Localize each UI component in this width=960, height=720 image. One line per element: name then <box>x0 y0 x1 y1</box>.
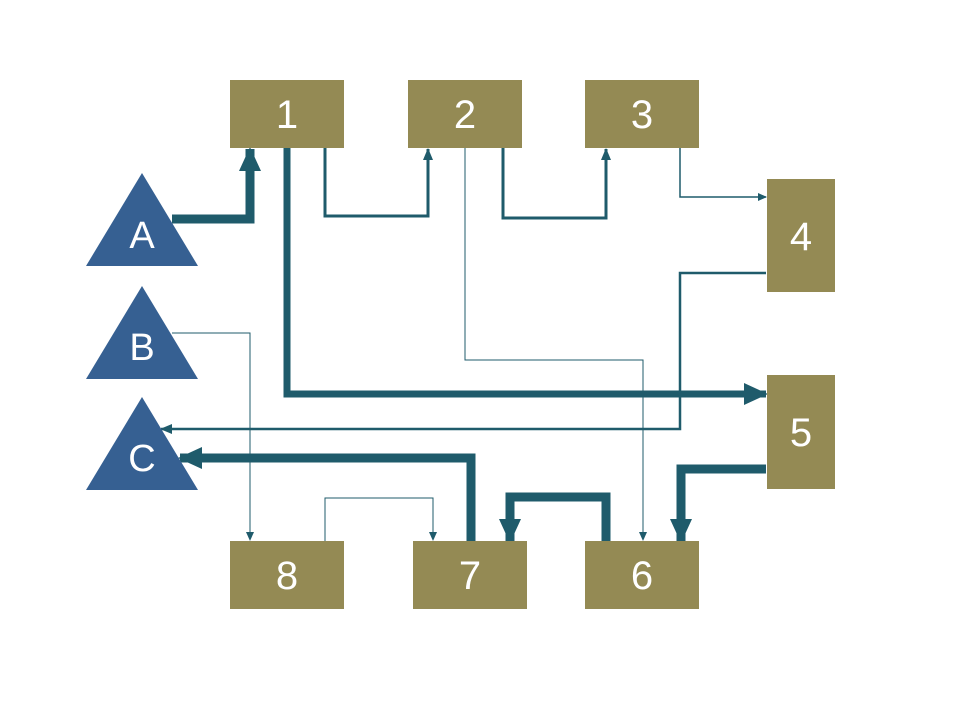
node-box-4[interactable]: 4 <box>767 179 835 292</box>
node-box-3-label: 3 <box>631 93 653 137</box>
node-box-7[interactable]: 7 <box>413 541 527 609</box>
arrow-1-to-5 <box>283 148 768 405</box>
node-triangle-c-label: C <box>128 438 155 480</box>
node-box-7-label: 7 <box>459 554 481 598</box>
arrow-2-to-6 <box>464 148 647 541</box>
node-box-1[interactable]: 1 <box>230 80 344 148</box>
node-box-1-label: 1 <box>276 93 298 137</box>
arrow-3-to-4 <box>679 148 767 201</box>
node-triangle-a-label: A <box>129 215 155 257</box>
node-triangle-b[interactable]: B <box>86 286 198 379</box>
node-box-2[interactable]: 2 <box>408 80 522 148</box>
node-box-5[interactable]: 5 <box>767 375 835 489</box>
node-box-2-label: 2 <box>454 93 476 137</box>
arrow-4-to-c <box>160 271 766 434</box>
node-box-8-label: 8 <box>276 554 298 598</box>
flow-arrows <box>160 147 768 543</box>
node-box-6-label: 6 <box>631 554 653 598</box>
node-box-4-label: 4 <box>790 215 812 259</box>
arrow-1-to-2 <box>323 148 433 218</box>
arrow-5-to-6 <box>670 464 766 543</box>
arrow-b-to-8 <box>172 332 254 541</box>
node-triangle-a[interactable]: A <box>86 173 198 266</box>
node-triangle-c[interactable]: C <box>86 397 198 490</box>
arrow-8-to-7 <box>324 497 437 541</box>
node-box-5-label: 5 <box>790 411 812 455</box>
node-box-8[interactable]: 8 <box>230 541 344 609</box>
arrow-a-to-1 <box>172 147 261 224</box>
arrow-7-to-c <box>178 447 476 541</box>
arrow-2-to-3 <box>501 148 611 220</box>
node-box-3[interactable]: 3 <box>585 80 699 148</box>
node-triangle-b-label: B <box>129 327 154 369</box>
node-box-6[interactable]: 6 <box>585 541 699 609</box>
arrow-6-to-7 <box>499 492 611 543</box>
